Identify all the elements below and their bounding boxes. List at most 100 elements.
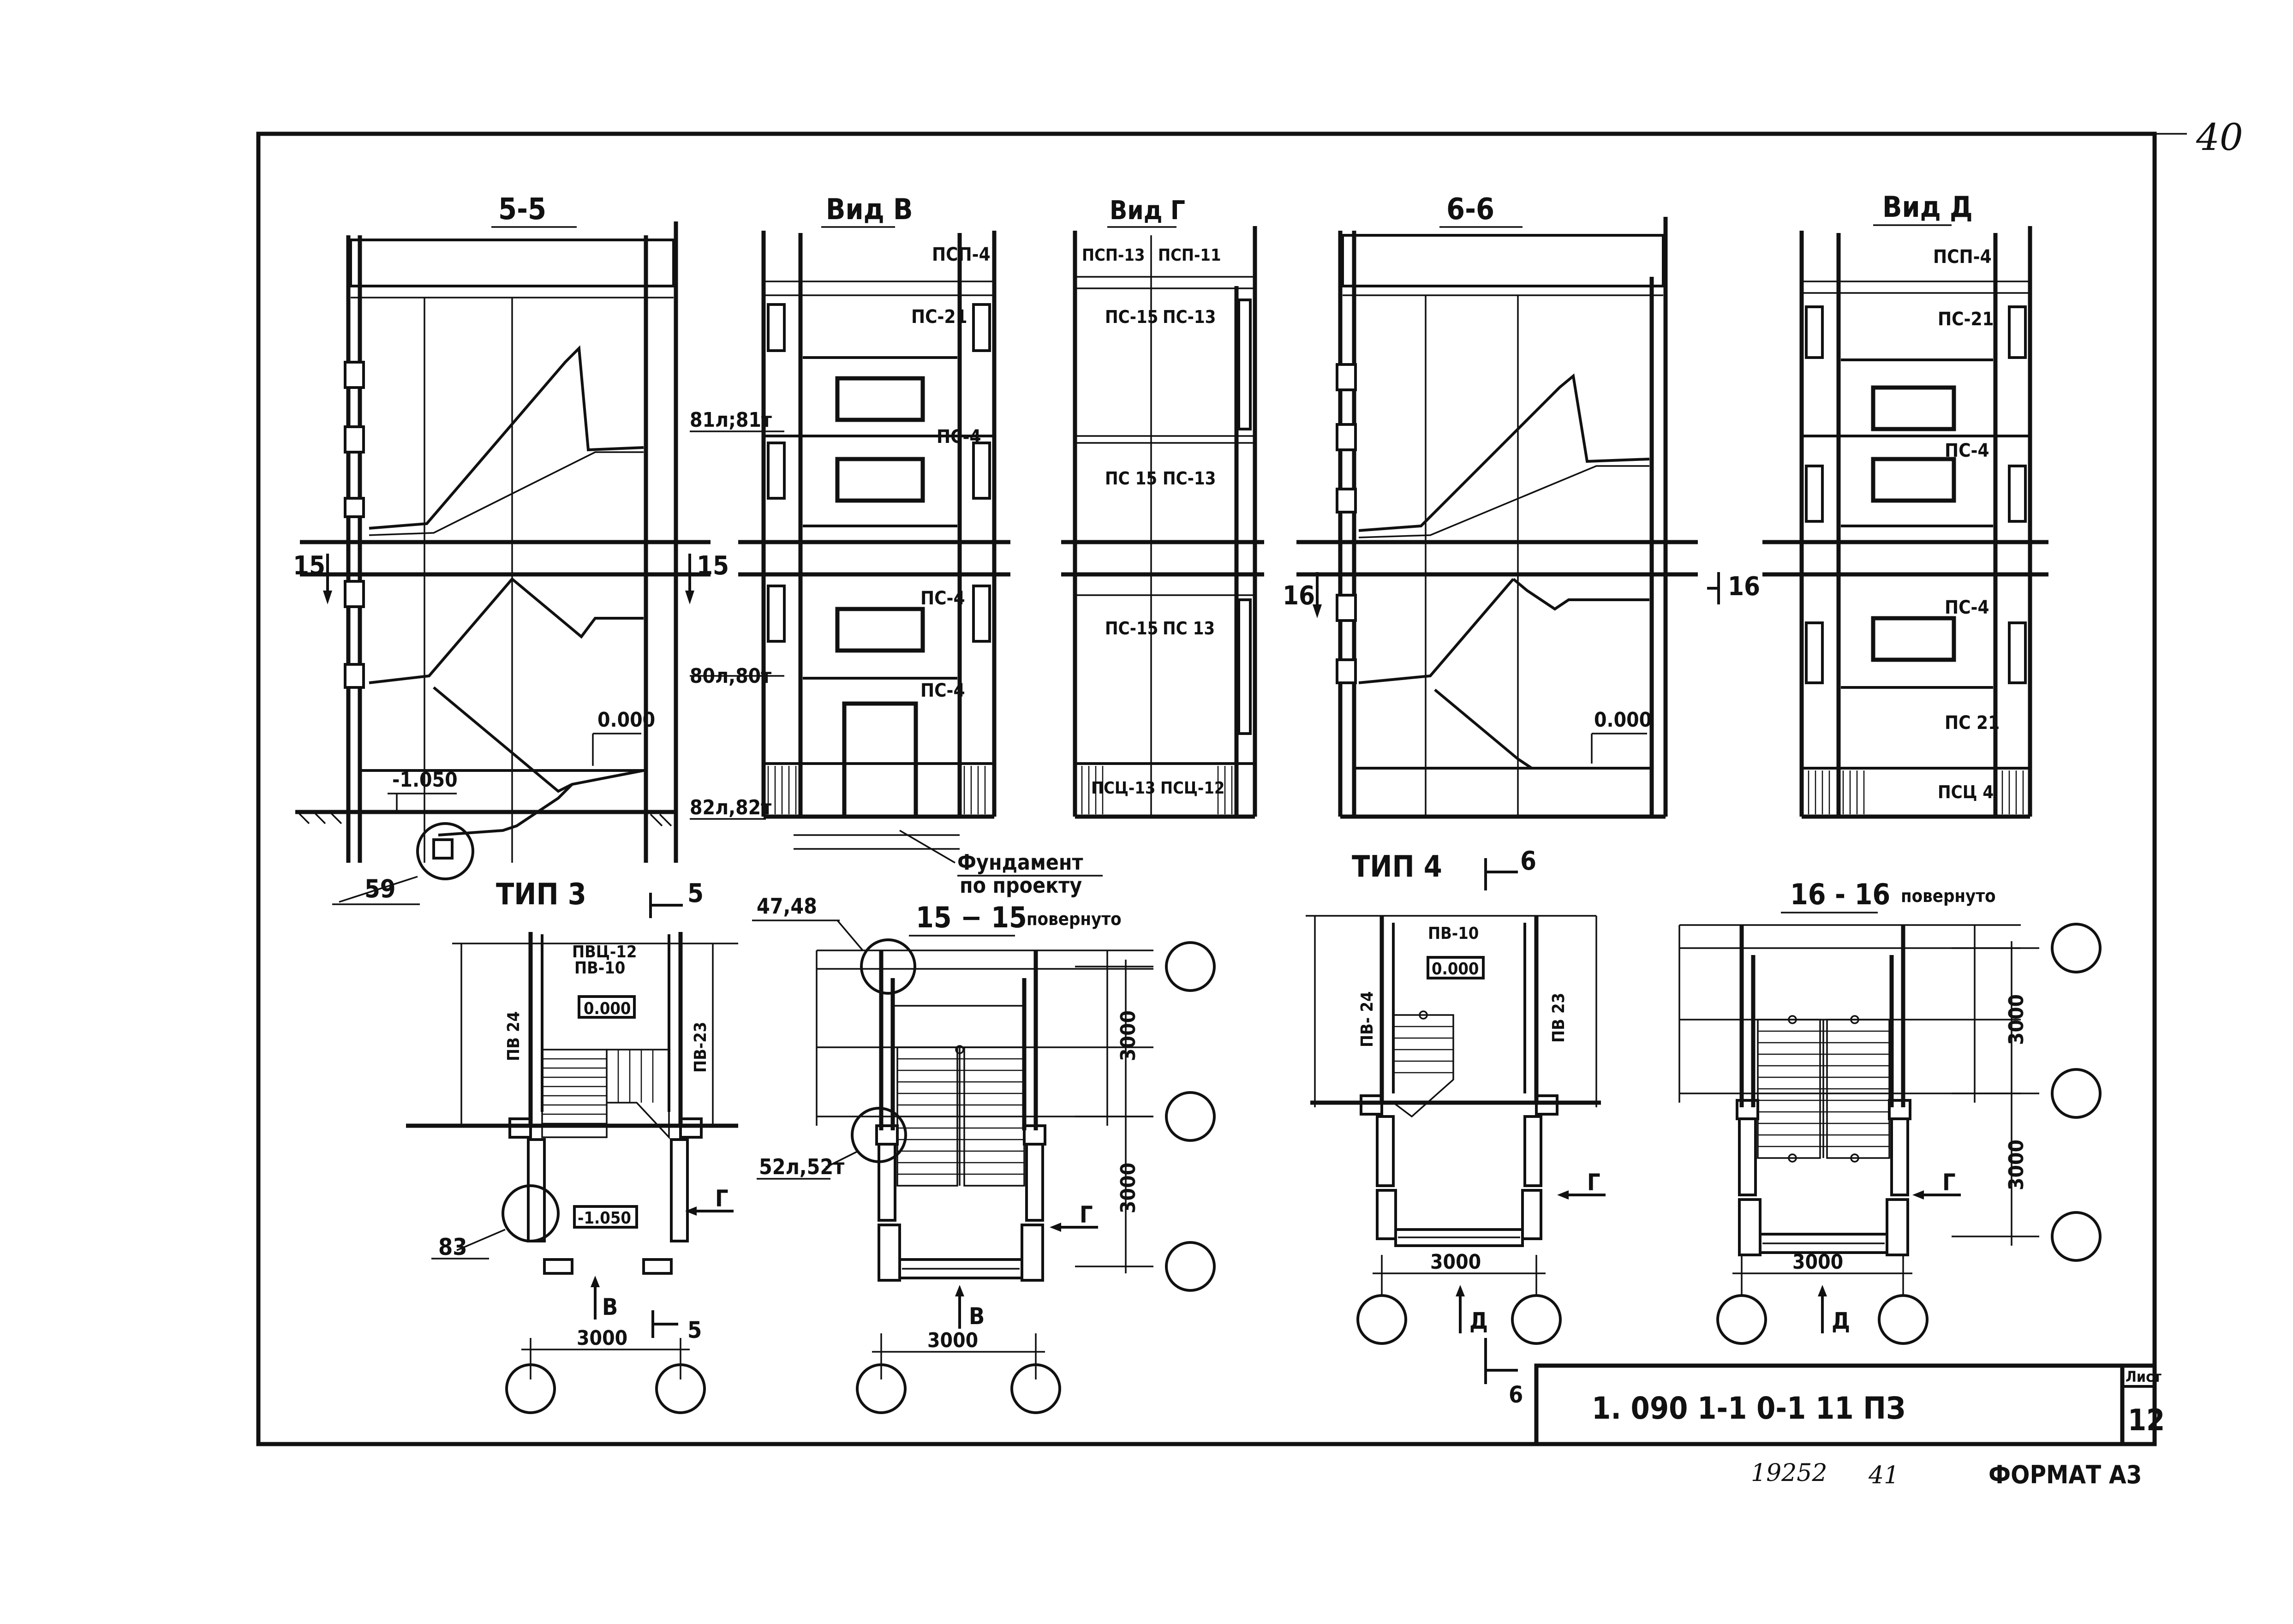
panel-ps15-g2: ПС 15 xyxy=(1105,468,1157,489)
panel-pvc12: ПВЦ-12 xyxy=(572,943,637,961)
view-d-title: Вид Д xyxy=(1882,190,1973,224)
section-mark-16-right: 16 xyxy=(1728,572,1760,602)
section-mark-6-bottom: 6 xyxy=(1509,1381,1523,1408)
dir-g-t3: Г xyxy=(715,1185,729,1212)
rotated-16-16: повернуто xyxy=(1901,886,1996,906)
format-label: ФОРМАТ А3 xyxy=(1988,1460,2142,1489)
type-4-label: ТИП 4 xyxy=(1352,850,1442,884)
grid-axis-16-2 xyxy=(2051,1068,2102,1119)
level-box-minus-t3: -1.050 xyxy=(578,1209,631,1228)
panel-psc13-g: ПСЦ-13 xyxy=(1091,779,1155,798)
grid-axis-16-left xyxy=(1716,1294,1767,1345)
panel-pv23-t4: ПВ 23 xyxy=(1549,993,1568,1043)
panel-ps4-v2: ПС-4 xyxy=(920,588,965,609)
sheet-frame: 40 xyxy=(256,116,2243,1446)
panel-ps13-g1: ПС-13 xyxy=(1163,307,1216,327)
stair-flights-16-16 xyxy=(1757,1015,1890,1163)
grid-axis-t4-left xyxy=(1356,1294,1407,1345)
grid-axis-15-right xyxy=(1010,1363,1061,1414)
dim-3000-15-bottom: 3000 xyxy=(927,1329,978,1352)
section-mark-15-right: 15 xyxy=(697,551,729,581)
dim-3000-16-bottom: 3000 xyxy=(1792,1250,1843,1274)
panel-ps21-v: ПС-21 xyxy=(911,306,967,328)
dir-g-15: Г xyxy=(1080,1201,1093,1228)
basement-hatch-d xyxy=(1808,770,2024,814)
stair-flight-t3 xyxy=(541,1049,670,1140)
panel-pv24-t4: ПВ- 24 xyxy=(1358,991,1377,1047)
grid-axis-16-1 xyxy=(2051,923,2102,973)
title-code: 1. 090 1-1 0-1 11 ПЗ xyxy=(1592,1391,1905,1426)
panel-pv24-t3: ПВ 24 xyxy=(504,1011,523,1061)
grid-axis-t3-left xyxy=(505,1363,556,1414)
section-mark-5-top: 5 xyxy=(687,878,704,908)
grid-axis-15-2 xyxy=(1165,1091,1216,1142)
title-block: 1. 090 1-1 0-1 11 ПЗ Лист 12 xyxy=(1534,1363,2165,1446)
dim-3000-t4: 3000 xyxy=(1430,1250,1481,1274)
section-mark-6-top: 6 xyxy=(1520,846,1536,876)
section-15-15-title: 15 − 15 xyxy=(916,901,1027,934)
panel-psc4-d: ПСЦ 4 xyxy=(1938,782,1994,802)
section-mark-15-left: 15 xyxy=(293,551,325,581)
view-v: Вид В xyxy=(690,192,1103,898)
dim-3000-15-lower: 3000 xyxy=(1117,1163,1140,1213)
grid-axis-15-left xyxy=(856,1363,907,1414)
panel-ps4-v3: ПС-4 xyxy=(920,680,965,701)
dir-d-t4: Д xyxy=(1469,1308,1488,1334)
grid-axis-16-right xyxy=(1878,1294,1929,1345)
view-g: Вид Г ПСП-13 ПСП-11 ПС-15 ПС-13 ПС 15 xyxy=(1061,196,1264,819)
dir-v-t3: В xyxy=(602,1294,618,1320)
note-82: 82л,82т xyxy=(690,796,771,819)
level-zero-5-5: 0.000 xyxy=(597,708,655,732)
sheet-number: 12 xyxy=(2128,1403,2165,1438)
section-16-16-title: 16 - 16 xyxy=(1790,878,1890,911)
footer: 19252 41 ФОРМАТ А3 xyxy=(1751,1459,2142,1489)
inventory-number: 19252 xyxy=(1751,1459,1827,1487)
note-81: 81л;81т xyxy=(690,408,772,432)
panel-psp4-d: ПСП-4 xyxy=(1933,246,1992,268)
dim-3000-16-upper: 3000 xyxy=(2005,994,2028,1045)
view-v-title: Вид В xyxy=(826,192,913,226)
plan-type-3: ТИП 3 5 ПВЦ-12 ПВ-10 0.000 ПВ 24 ПВ-23 xyxy=(406,878,738,1414)
note-47-48: 47,48 xyxy=(757,894,817,919)
grid-axis-15-3 xyxy=(1165,1241,1216,1292)
basement-hatch-g xyxy=(1081,766,1233,814)
section-mark-16-left: 16 xyxy=(1283,581,1315,611)
copy-number: 41 xyxy=(1868,1462,1899,1489)
section-6-6-title: 6-6 xyxy=(1446,192,1494,227)
grid-axis-t3-right xyxy=(655,1363,706,1414)
panel-pv10-t4: ПВ-10 xyxy=(1428,924,1479,943)
panel-pv10-t3: ПВ-10 xyxy=(574,959,625,978)
view-d: Вид Д xyxy=(1762,190,2048,819)
panel-psp11-g: ПСП-11 xyxy=(1158,246,1221,265)
panel-ps21-d: ПС-21 xyxy=(1938,309,1994,330)
panel-ps21-d2: ПС 21 xyxy=(1945,712,2000,734)
note-59: 59 xyxy=(364,874,396,903)
sheet-label: Лист xyxy=(2126,1368,2162,1385)
stair-flight-t4 xyxy=(1392,1010,1454,1118)
section-5-5: 5-5 0.000 xyxy=(293,192,729,905)
plan-16-16: 16 - 16 повернуто xyxy=(1678,878,2102,1345)
dim-3000-16-lower: 3000 xyxy=(2005,1140,2028,1190)
level-minus-5-5: -1.050 xyxy=(392,768,458,792)
type-3-label: ТИП 3 xyxy=(496,878,586,912)
panel-ps4-v1: ПС-4 xyxy=(937,426,981,448)
panel-ps4-d2: ПС-4 xyxy=(1945,597,1989,618)
foundation-line1: Фундамент xyxy=(957,850,1083,875)
grid-axis-t4-right xyxy=(1511,1294,1562,1345)
rotated-15-15: повернуто xyxy=(1027,909,1122,929)
level-box-zero-t3: 0.000 xyxy=(584,999,631,1018)
plan-type-4: ТИП 4 6 ПВ-10 0.000 ПВ- 24 ПВ 23 xyxy=(1306,846,1606,1408)
panel-pv23-t3: ПВ-23 xyxy=(691,1022,710,1073)
dim-3000-t3: 3000 xyxy=(577,1326,627,1350)
panel-ps13-g3: ПС 13 xyxy=(1163,618,1215,639)
plan-15-15: 15 − 15 повернуто xyxy=(752,894,1216,1414)
section-mark-5-bottom: 5 xyxy=(687,1317,702,1343)
grid-axis-16-3 xyxy=(2051,1211,2102,1262)
page-number: 40 xyxy=(2196,116,2243,159)
level-box-zero-t4: 0.000 xyxy=(1432,960,1479,979)
panel-psp13-g: ПСП-13 xyxy=(1082,246,1145,265)
dir-g-t4: Г xyxy=(1587,1169,1600,1196)
section-6-6: 6-6 0.000 16 16 xyxy=(1283,192,1760,819)
grid-axis-15-1 xyxy=(1165,941,1216,992)
